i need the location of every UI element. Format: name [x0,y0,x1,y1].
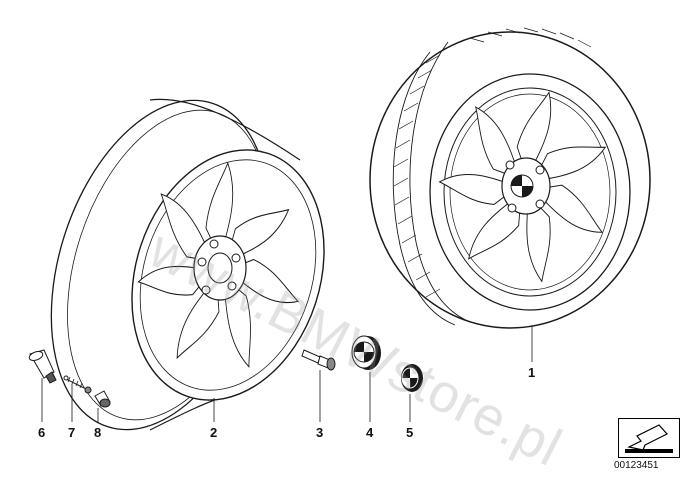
callout-6: 6 [38,425,46,440]
callout-4: 4 [366,425,374,440]
wheel-bolt-drawing [301,349,336,371]
arrow-navigation-icon [625,424,673,453]
valve-cap-drawing [94,390,111,408]
callout-1: 1 [528,365,536,380]
leader-lines [41,326,533,422]
callout-2: 2 [210,425,218,440]
callout-3: 3 [316,425,324,440]
complete-wheel-drawing [369,27,651,329]
valve-drawing [28,349,57,384]
document-number: 00123451 [614,460,659,471]
hub-cap-drawing [351,335,381,370]
callout-7: 7 [68,425,76,440]
callout-5: 5 [406,425,414,440]
rim-drawing [50,98,325,431]
navigation-button[interactable] [618,418,680,458]
emblem-drawing [401,364,423,392]
valve-insert-drawing [63,375,92,394]
callout-8: 8 [94,425,102,440]
